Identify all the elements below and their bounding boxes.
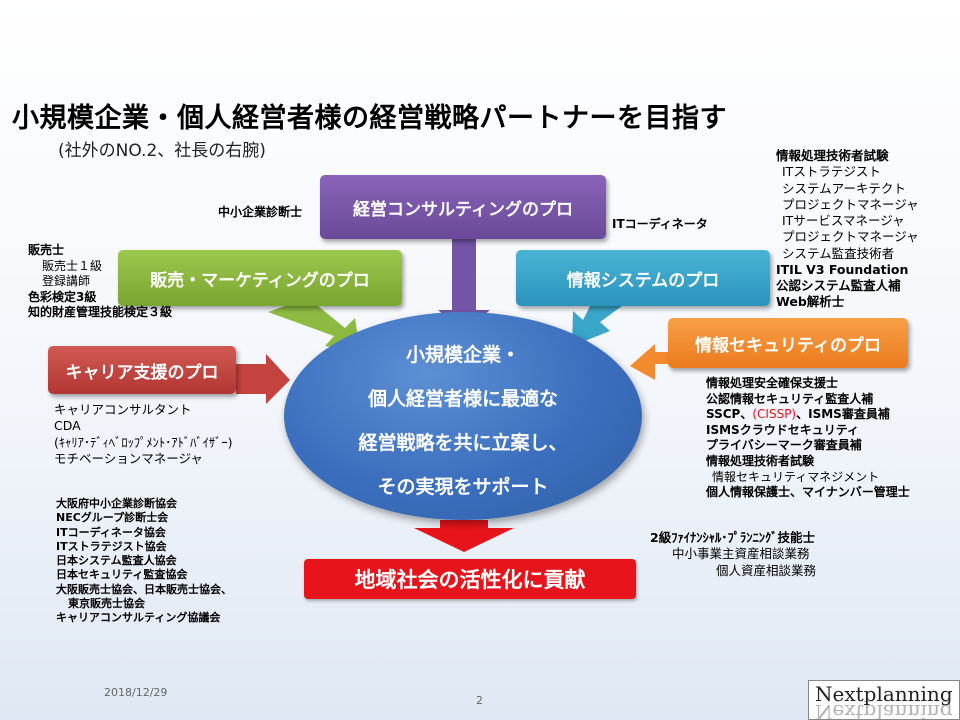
- sales-qual-3: 登録講師: [42, 274, 91, 289]
- goal-banner: 地域社会の活性化に貢献: [304, 559, 636, 599]
- career-qual: キャリアコンサルタント: [54, 402, 192, 417]
- footer-date: 2018/12/29: [104, 686, 168, 699]
- center-ellipse: [284, 312, 642, 520]
- career-qual: モチベーションマネージャ: [54, 450, 203, 466]
- arrow-consulting: [438, 239, 490, 332]
- logo-reflection: Nextplanning: [815, 700, 953, 720]
- it-qual-head: 情報処理技術者試験: [776, 148, 889, 163]
- it-qual-item: システムアーキテクト: [782, 180, 906, 196]
- it-qual-item: プロジェクトマネージャ: [782, 196, 919, 212]
- fp-qualifications: 2級ﾌｧｲﾅﾝｼｬﾙ･ﾌﾟﾗﾝﾆﾝｸﾞ技能士 中小事業主資産相談業務 個人資産相…: [650, 530, 816, 579]
- sales-qual-1: 販売士: [28, 243, 65, 257]
- info-system-pro-box: 情報システムのプロ: [516, 250, 770, 306]
- nextplanning-logo: Nextplanning Nextplanning: [808, 680, 960, 720]
- sscp-text: SSCP、: [706, 407, 753, 422]
- fp-qual: 中小事業主資産相談業務: [672, 546, 810, 562]
- arrow-security: [630, 344, 668, 380]
- sales-qual-5: 知的財産管理技能検定３級: [28, 305, 173, 320]
- it-coordinator-label: ITコーディネータ: [612, 217, 708, 231]
- sme-consultant-label: 中小企業診断士: [218, 205, 303, 219]
- security-qualifications: 情報処理安全確保支援士 公認情報セキュリティ監査人補 SSCP、(CISSP)、…: [706, 376, 910, 501]
- security-qual: 情報セキュリティマネジメント: [712, 469, 880, 484]
- security-qual: 情報処理安全確保支援士: [706, 376, 839, 390]
- arrow-goal: [414, 520, 514, 552]
- center-line-2: 個人経営者様に最適な: [367, 388, 558, 410]
- consulting-pro-box: 経営コンサルティングのプロ: [320, 175, 606, 239]
- association-item: 東京販売士協会: [68, 597, 145, 611]
- it-qual-item: プロジェクトマネージャ: [782, 229, 919, 245]
- it-qualifications: 情報処理技術者試験 ITストラテジスト システムアーキテクト プロジェクトマネー…: [776, 148, 919, 311]
- isms-text: 、ISMS審査員補: [796, 407, 890, 422]
- center-line-3: 経営戦略を共に立案し、: [358, 432, 568, 454]
- it-qual-item: ITサービスマネージャ: [782, 213, 905, 228]
- career-qual: CDA: [54, 418, 81, 434]
- info-security-pro-box: 情報セキュリティのプロ: [668, 318, 908, 368]
- arrow-sales: [268, 306, 360, 352]
- sales-qual-4: 色彩検定3級: [28, 289, 97, 304]
- association-item: ITストラテジスト協会: [56, 539, 167, 553]
- page-number: 2: [476, 694, 483, 707]
- security-qual: ISMSクラウドセキュリティ: [706, 422, 859, 437]
- security-qual: 情報処理技術者試験: [706, 453, 815, 468]
- association-item: キャリアコンサルティング協議会: [56, 611, 221, 625]
- center-line-1: 小規模企業・: [405, 344, 520, 366]
- page-subtitle: (社外のNO.2、社長の右腕): [58, 141, 266, 161]
- security-qual-sscp: SSCP、(CISSP)、ISMS審査員補: [706, 407, 910, 423]
- association-item: ITコーディネータ協会: [56, 525, 166, 539]
- association-item: NECグループ診断士会: [56, 511, 169, 525]
- fp-qual: 個人資産相談業務: [716, 562, 817, 578]
- logo-text: Nextplanning: [815, 682, 953, 706]
- arrow-career: [236, 354, 290, 404]
- sales-qual-2: 販売士１級: [42, 258, 103, 273]
- association-item: 大阪販売士協会、日本販売士協会、: [56, 582, 232, 596]
- cissp-text: (CISSP): [752, 407, 797, 422]
- center-line-4: その実現をサポート: [377, 476, 549, 498]
- security-qual: 公認情報セキュリティ監査人補: [706, 391, 874, 406]
- association-list: 大阪府中小企業診断協会 NECグループ診断士会 ITコーディネータ協会 ITスト…: [56, 497, 232, 626]
- security-qual: プライバシーマーク審査員補: [706, 438, 862, 453]
- it-qual-item: システム監査技術者: [782, 245, 895, 261]
- security-qual: 個人情報保護士、マイナンバー管理士: [706, 485, 910, 500]
- association-item: 日本システム監査人協会: [56, 554, 177, 568]
- it-qual-extra: ITIL V3 Foundation: [776, 261, 909, 277]
- career-qualifications: キャリアコンサルタント CDA (ｷｬﾘｱ･ﾃﾞｨﾍﾞﾛｯﾌﾟﾒﾝﾄ･ｱﾄﾞﾊﾞ…: [54, 402, 233, 467]
- it-qual-extra: 公認システム監査人補: [776, 278, 901, 293]
- association-item: 日本セキュリティ監査協会: [56, 568, 188, 582]
- fp-qual: 2級ﾌｧｲﾅﾝｼｬﾙ･ﾌﾟﾗﾝﾆﾝｸﾞ技能士: [650, 530, 815, 545]
- it-qual-item: ITストラテジスト: [782, 164, 881, 180]
- sales-marketing-pro-box: 販売・マーケティングのプロ: [118, 250, 402, 306]
- arrow-info: [572, 306, 622, 346]
- career-support-pro-box: キャリア支援のプロ: [48, 346, 236, 394]
- career-qual: (ｷｬﾘｱ･ﾃﾞｨﾍﾞﾛｯﾌﾟﾒﾝﾄ･ｱﾄﾞﾊﾞｲｻﾞｰ): [54, 434, 233, 450]
- page-title: 小規模企業・個人経営者様の経営戦略パートナーを目指す: [12, 103, 727, 134]
- it-qual-extra: Web解析士: [776, 294, 845, 310]
- association-item: 大阪府中小企業診断協会: [56, 497, 177, 510]
- sales-qualifications: 販売士 販売士１級 登録講師 色彩検定3級 知的財産管理技能検定３級: [28, 243, 172, 321]
